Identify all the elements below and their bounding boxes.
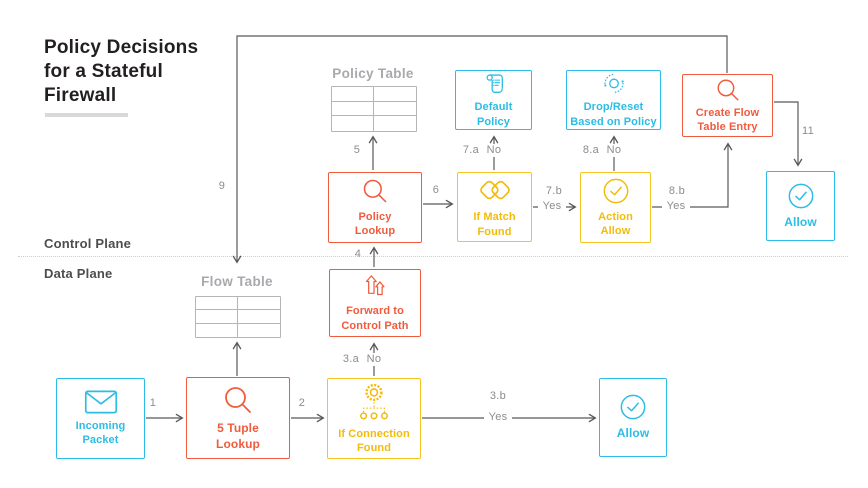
- overlap-diamonds-icon: [479, 180, 510, 200]
- node-label: If Match Found: [473, 211, 516, 238]
- edge-label-7a: 7.a: [462, 144, 480, 156]
- up-arrows-icon: [365, 275, 385, 296]
- edge-label-4: 4: [354, 248, 362, 260]
- node-label: Drop/Reset Based on Policy: [570, 101, 657, 128]
- node-label: Policy Lookup: [354, 210, 396, 237]
- check-circle-icon: [620, 394, 646, 420]
- policy-table-label: Policy Table: [332, 66, 414, 81]
- envelope-icon: [84, 390, 117, 414]
- node-label: Incoming Packet: [75, 419, 126, 446]
- flow-table-label: Flow Table: [201, 274, 273, 289]
- edge-label-11: 11: [801, 125, 815, 137]
- edge-label-8b-yes: Yes: [662, 200, 690, 213]
- node-action-allow: Action Allow: [580, 172, 651, 243]
- node-default-policy: Default Policy: [455, 70, 532, 130]
- node-incoming-packet: Incoming Packet: [56, 378, 145, 459]
- node-label: If Connection Found: [338, 427, 410, 454]
- arrow-11: [774, 101, 803, 167]
- policy-scroll-icon: [486, 74, 503, 94]
- node-label: Allow: [784, 214, 817, 229]
- edge-label-3b: 3.b: [489, 390, 507, 402]
- node-forward-to-control-path: Forward to Control Path: [329, 269, 421, 337]
- policy-table: [331, 86, 417, 132]
- page-title: Policy Decisions for a Stateful Firewall: [44, 37, 199, 106]
- edge-label-9: 9: [218, 180, 226, 192]
- gear-network-icon: [360, 383, 388, 420]
- plane-divider: [18, 256, 848, 257]
- arrow-8b: [652, 142, 733, 208]
- node-label: Allow: [616, 426, 650, 441]
- sync-dotted-icon: [603, 73, 624, 94]
- node-allow-data-plane: Allow: [599, 378, 667, 457]
- node-create-flow-table-entry: Create Flow Table Entry: [682, 74, 773, 137]
- edge-label-3a: 3.a: [342, 353, 360, 365]
- edge-label-3a-no: No: [362, 353, 386, 366]
- data-plane-label: Data Plane: [44, 266, 113, 281]
- node-five-tuple-lookup: 5 Tuple Lookup: [186, 377, 290, 459]
- control-plane-label: Control Plane: [44, 236, 132, 251]
- flow-table: [195, 296, 281, 338]
- node-label: 5 Tuple Lookup: [216, 420, 260, 451]
- check-circle-icon: [603, 178, 628, 204]
- check-circle-icon: [788, 183, 813, 209]
- title-underline: [45, 113, 128, 117]
- edge-label-8a-no: No: [602, 144, 626, 157]
- edge-label-6: 6: [432, 184, 440, 196]
- edge-label-1: 1: [149, 397, 157, 409]
- node-policy-lookup: Policy Lookup: [328, 172, 422, 243]
- magnifier-icon: [363, 179, 387, 202]
- edge-label-8b: 8.b: [668, 185, 686, 197]
- edge-label-3b-yes: Yes: [484, 411, 512, 424]
- edge-label-2: 2: [298, 397, 306, 409]
- node-if-connection-found: If Connection Found: [327, 378, 421, 459]
- magnifier-icon: [225, 387, 251, 413]
- node-if-match-found: If Match Found: [457, 172, 532, 242]
- node-label: Create Flow Table Entry: [695, 106, 760, 133]
- node-allow-control-plane: Allow: [766, 171, 835, 241]
- edge-label-7b-yes: Yes: [538, 200, 566, 213]
- magnifier-icon: [717, 79, 738, 101]
- edge-label-7a-no: No: [482, 144, 506, 157]
- edge-label-7b: 7.b: [545, 185, 563, 197]
- node-drop-reset: Drop/Reset Based on Policy: [566, 70, 661, 130]
- node-label: Forward to Control Path: [341, 305, 409, 332]
- edge-label-5: 5: [353, 144, 361, 156]
- node-label: Action Allow: [598, 210, 633, 237]
- edge-label-8a: 8.a: [582, 144, 600, 156]
- node-label: Default Policy: [474, 101, 513, 128]
